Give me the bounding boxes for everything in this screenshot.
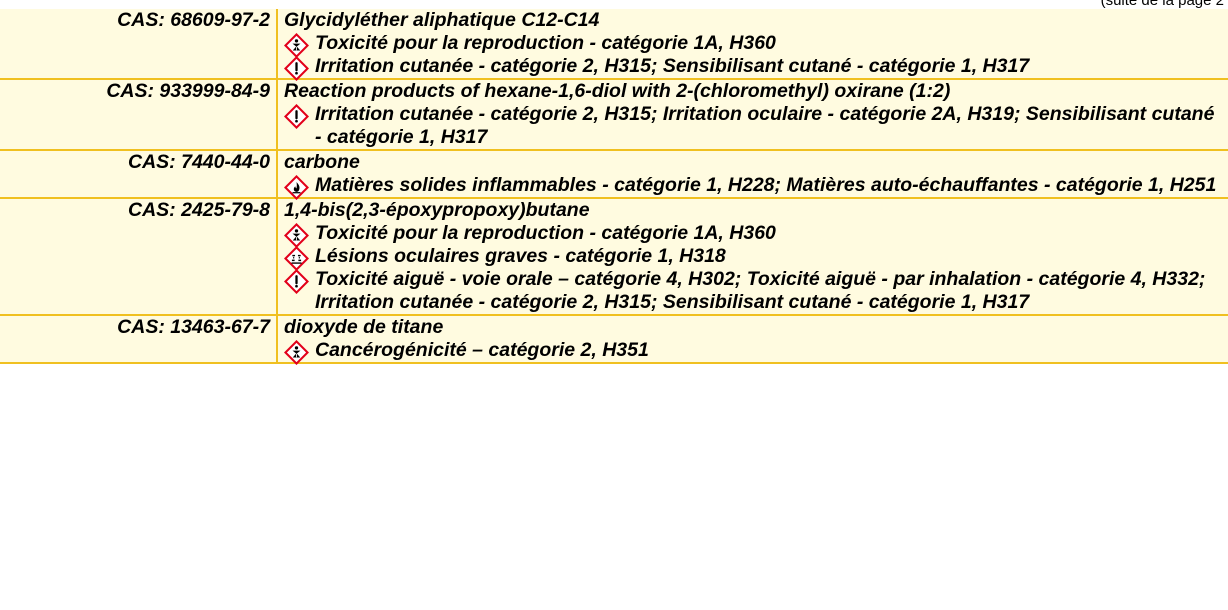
table-row: CAS: 7440-44-0 carbone Matières solides …	[0, 150, 1228, 198]
health-hazard-icon	[284, 340, 309, 365]
substance-name: Glycidyléther aliphatique C12-C14	[284, 9, 600, 31]
hazard-text: Lésions oculaires graves - catégorie 1, …	[315, 245, 726, 267]
substance-name: dioxyde de titane	[284, 316, 444, 338]
exclamation-mark-icon	[284, 56, 309, 81]
substance-cell: Reaction products of hexane-1,6-diol wit…	[277, 79, 1228, 151]
composition-table: CAS: 68609-97-2 Glycidyléther aliphatiqu…	[0, 9, 1228, 364]
hazard-text: Irritation cutanée - catégorie 2, H315; …	[315, 103, 1215, 148]
hazard-statement: Matières solides inflammables - catégori…	[284, 174, 1228, 197]
hazard-text: Cancérogénicité – catégorie 2, H351	[315, 339, 649, 361]
substance-name: Reaction products of hexane-1,6-diol wit…	[284, 80, 951, 102]
exclamation-mark-icon	[284, 104, 309, 129]
exclamation-mark-icon	[284, 269, 309, 294]
substance-name: 1,4-bis(2,3-époxypropoxy)butane	[284, 199, 590, 221]
cas-number: CAS: 68609-97-2	[0, 9, 278, 80]
flame-icon	[284, 175, 309, 200]
hazard-text: Toxicité pour la reproduction - catégori…	[315, 222, 776, 244]
table-row: CAS: 2425-79-8 1,4-bis(2,3-époxypropoxy)…	[0, 198, 1228, 316]
hazard-statement: Lésions oculaires graves - catégorie 1, …	[284, 245, 1228, 268]
substance-name: carbone	[284, 151, 360, 173]
hazard-text: Toxicité pour la reproduction - catégori…	[315, 32, 776, 54]
continuation-note: (suite de la page 2	[1100, 0, 1224, 9]
hazard-statement: Toxicité pour la reproduction - catégori…	[284, 222, 1228, 245]
hazard-text: Irritation cutanée - catégorie 2, H315; …	[315, 55, 1030, 77]
hazard-statement: Irritation cutanée - catégorie 2, H315; …	[284, 103, 1228, 149]
cas-number: CAS: 13463-67-7	[0, 315, 278, 364]
substance-cell: dioxyde de titane Cancérogénicité – caté…	[277, 315, 1228, 363]
composition-rows: CAS: 68609-97-2 Glycidyléther aliphatiqu…	[0, 9, 1228, 363]
hazard-statement: Cancérogénicité – catégorie 2, H351	[284, 339, 1228, 362]
hazard-statement: Irritation cutanée - catégorie 2, H315; …	[284, 55, 1228, 78]
table-row: CAS: 933999-84-9 Reaction products of he…	[0, 79, 1228, 151]
hazard-text: Matières solides inflammables - catégori…	[315, 174, 1217, 196]
table-row: CAS: 13463-67-7 dioxyde de titane Cancér…	[0, 315, 1228, 363]
table-row: CAS: 68609-97-2 Glycidyléther aliphatiqu…	[0, 9, 1228, 79]
cas-number: CAS: 7440-44-0	[0, 150, 278, 199]
hazard-statement: Toxicité pour la reproduction - catégori…	[284, 32, 1228, 55]
substance-cell: Glycidyléther aliphatique C12-C14 Toxici…	[277, 9, 1228, 79]
substance-cell: carbone Matières solides inflammables - …	[277, 150, 1228, 198]
substance-cell: 1,4-bis(2,3-époxypropoxy)butane Toxicité…	[277, 198, 1228, 316]
hazard-text: Toxicité aiguë - voie orale – catégorie …	[315, 268, 1206, 313]
cas-number: CAS: 933999-84-9	[0, 79, 278, 151]
hazard-statement: Toxicité aiguë - voie orale – catégorie …	[284, 268, 1228, 314]
cas-number: CAS: 2425-79-8	[0, 198, 278, 316]
